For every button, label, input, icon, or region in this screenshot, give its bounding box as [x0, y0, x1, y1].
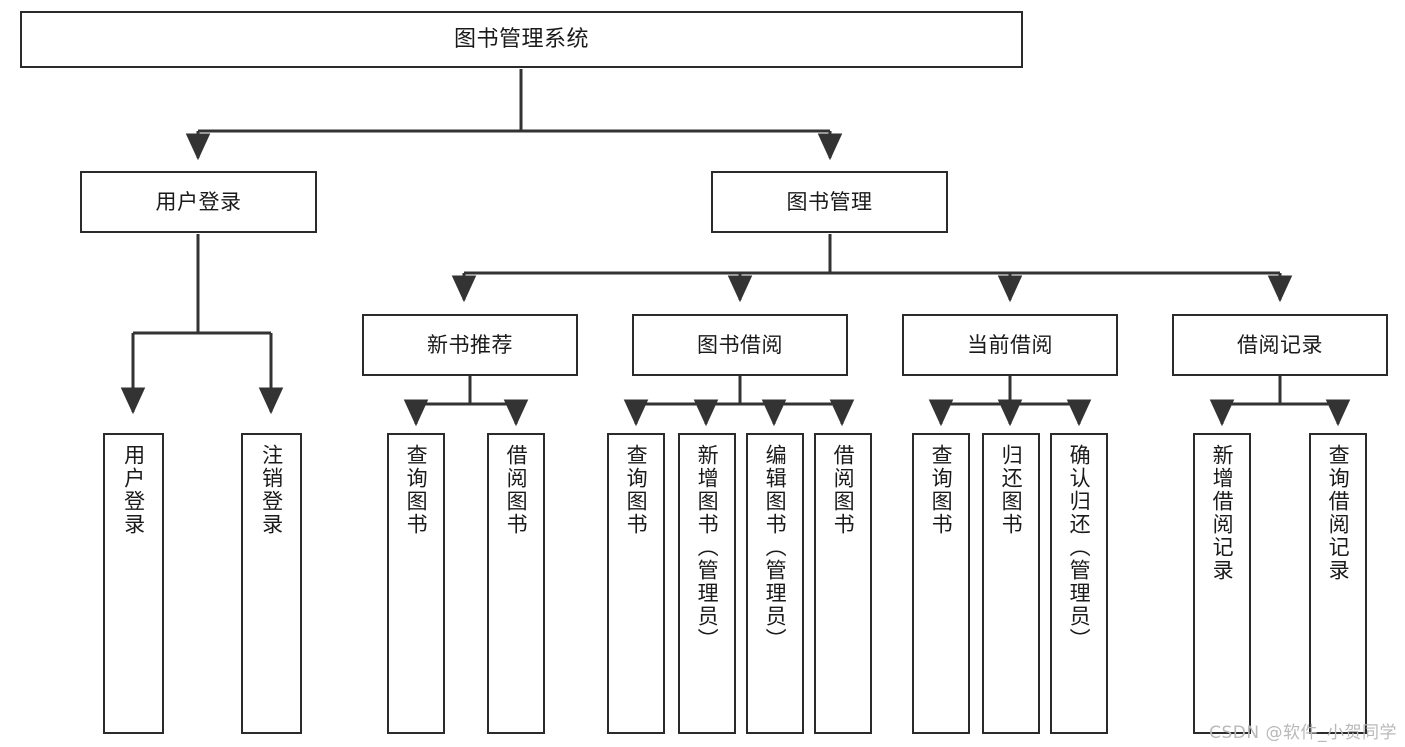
leaf-current-borrow-return-book[interactable]: 归还图书: [982, 433, 1040, 734]
leaf-current-borrow-confirm-return-admin[interactable]: 确认归还（管理员）: [1050, 433, 1108, 734]
node-book-borrow[interactable]: 图书借阅: [632, 314, 848, 376]
node-label: 查询借阅记录: [1326, 444, 1351, 582]
node-label: 用户登录: [155, 189, 242, 214]
node-label: 新增借阅记录: [1210, 444, 1235, 582]
leaf-borrow-record-add-record[interactable]: 新增借阅记录: [1193, 433, 1251, 734]
node-label: 新书推荐: [427, 332, 513, 357]
node-label: 确认归还（管理员）: [1067, 444, 1092, 651]
leaf-user-login-signout[interactable]: 注销登录: [241, 433, 302, 734]
node-label: 查询图书: [624, 444, 649, 536]
node-label: 查询图书: [404, 444, 429, 536]
node-label: 借阅图书: [831, 444, 856, 536]
node-borrow-record[interactable]: 借阅记录: [1172, 314, 1388, 376]
leaf-current-borrow-query-book[interactable]: 查询图书: [912, 433, 970, 734]
leaf-book-borrow-query-book[interactable]: 查询图书: [607, 433, 665, 734]
leaf-book-borrow-borrow-book[interactable]: 借阅图书: [814, 433, 872, 734]
leaf-user-login-signin[interactable]: 用户登录: [103, 433, 164, 734]
node-user-login[interactable]: 用户登录: [80, 171, 317, 233]
csdn-watermark: CSDN @软件_小贺同学: [1209, 723, 1397, 743]
node-label: 图书管理: [786, 189, 873, 214]
node-current-borrow[interactable]: 当前借阅: [902, 314, 1118, 376]
leaf-borrow-record-query-record[interactable]: 查询借阅记录: [1309, 433, 1367, 734]
node-label: 用户登录: [121, 444, 146, 536]
leaf-new-book-query-book[interactable]: 查询图书: [387, 433, 445, 734]
node-label: 注销登录: [259, 444, 284, 536]
node-root-book-management-system[interactable]: 图书管理系统: [20, 11, 1023, 68]
node-label: 当前借阅: [967, 332, 1053, 357]
node-label: 查询图书: [929, 444, 954, 536]
node-label: 归还图书: [999, 444, 1024, 536]
node-label: 编辑图书（管理员）: [763, 444, 788, 651]
node-label: 新增图书（管理员）: [695, 444, 720, 651]
node-label: 借阅图书: [504, 444, 529, 536]
leaf-book-borrow-add-book-admin[interactable]: 新增图书（管理员）: [678, 433, 736, 734]
node-label: 借阅记录: [1237, 332, 1323, 357]
leaf-book-borrow-edit-book-admin[interactable]: 编辑图书（管理员）: [746, 433, 804, 734]
node-label: 图书借阅: [697, 332, 783, 357]
node-label: 图书管理系统: [453, 26, 589, 52]
node-new-book-recommendation[interactable]: 新书推荐: [362, 314, 578, 376]
leaf-new-book-borrow-book[interactable]: 借阅图书: [487, 433, 545, 734]
node-book-management[interactable]: 图书管理: [711, 171, 948, 233]
